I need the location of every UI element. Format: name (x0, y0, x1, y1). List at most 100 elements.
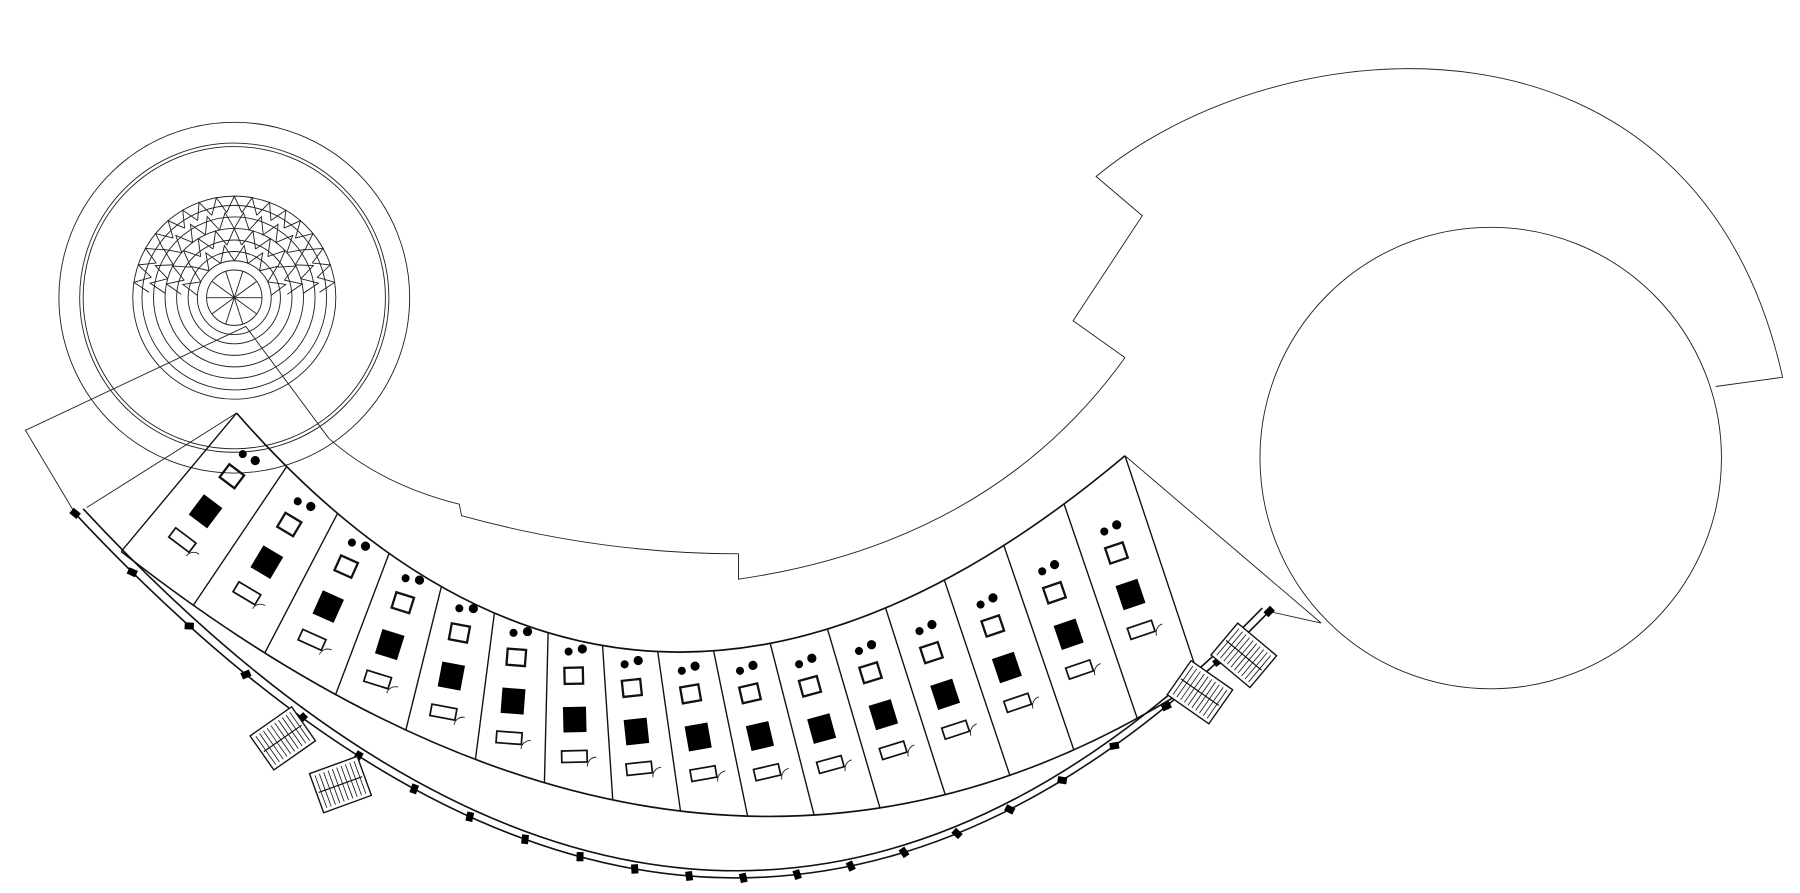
column (738, 872, 748, 884)
guest-room (428, 603, 478, 725)
dome-truss (212, 229, 228, 250)
room-partition (884, 607, 946, 795)
dome-truss (233, 244, 249, 264)
dome-truss (132, 276, 152, 293)
stair-landing-rail (1180, 678, 1220, 706)
dome-truss (277, 265, 297, 281)
plant (633, 655, 643, 666)
sofa (563, 666, 585, 686)
guest-room (167, 450, 260, 557)
dome-truss (205, 251, 221, 271)
sofa (797, 674, 823, 698)
door-swing (717, 770, 726, 782)
bathtub (878, 739, 909, 761)
room-partition (120, 412, 238, 552)
rotunda (58, 121, 411, 474)
dome-ring (141, 204, 328, 391)
bathtub (560, 749, 589, 764)
stair (1210, 622, 1278, 689)
sofa (678, 682, 703, 705)
plant (455, 604, 464, 613)
bathtub (940, 719, 971, 741)
door-swing (969, 723, 977, 736)
column (465, 811, 475, 822)
sofa (857, 660, 884, 685)
bed (188, 494, 223, 529)
dome-truss (165, 279, 185, 295)
dome-truss (267, 281, 287, 296)
dome-rib (225, 297, 235, 325)
dome-truss (295, 264, 315, 279)
room-partition (474, 612, 496, 760)
dome-rib (233, 297, 244, 325)
plant (795, 660, 804, 669)
sofa (620, 677, 644, 699)
plant (927, 619, 937, 630)
rotunda-inner-ring (79, 142, 390, 453)
dome-ring (187, 251, 281, 345)
dome-truss (182, 209, 198, 229)
dome-truss (275, 234, 294, 253)
guest-room (915, 619, 977, 741)
plant (866, 640, 877, 650)
stair-cores (249, 622, 1278, 814)
guest-room (296, 538, 371, 655)
rotunda-inner-ring-2 (82, 146, 386, 450)
door-swing (844, 759, 852, 772)
crescent-wing-outline (1072, 68, 1784, 387)
room-partition (826, 628, 881, 809)
dome-truss (295, 232, 314, 251)
sofa (737, 681, 763, 705)
bathtub (495, 730, 524, 746)
bed (684, 722, 712, 752)
bed (930, 678, 961, 710)
dome-truss (300, 278, 320, 294)
sofa (1041, 580, 1068, 605)
structural-columns (69, 507, 1275, 884)
door-swing (185, 551, 200, 557)
dome-ring (153, 216, 316, 379)
plant (401, 574, 410, 583)
guest-room (795, 653, 852, 775)
bathtub (296, 628, 328, 652)
sofa (332, 553, 360, 580)
bed (1115, 578, 1146, 611)
room-partition (657, 651, 682, 812)
dome-truss (171, 265, 191, 281)
plant (414, 575, 425, 585)
dome-ring (176, 239, 293, 356)
bed (437, 661, 466, 691)
dome-truss (189, 223, 206, 243)
door-swing (586, 756, 597, 767)
dome-truss (154, 264, 174, 279)
stair-landing-rail (1225, 640, 1262, 671)
dome-truss (259, 265, 279, 283)
bathtub (688, 764, 718, 783)
door-swing (1155, 623, 1163, 636)
plant (735, 666, 745, 675)
guest-room (620, 655, 662, 778)
column (1160, 701, 1172, 712)
bed (500, 687, 526, 715)
guest-room (362, 574, 425, 694)
sofa (275, 511, 303, 538)
bed (745, 721, 775, 752)
bathtub (815, 754, 846, 775)
column (631, 864, 639, 874)
dome-truss (226, 227, 242, 246)
dome-truss (241, 229, 256, 250)
bed (807, 713, 837, 744)
stair-landing-rail (263, 724, 302, 753)
dome-truss (248, 215, 264, 235)
bed (1053, 618, 1084, 650)
sofa (918, 640, 945, 665)
circular-plaza (1259, 226, 1722, 690)
door-swing (1093, 663, 1101, 676)
dome-truss (267, 249, 286, 268)
dome-truss (304, 247, 325, 264)
dome-truss (204, 215, 220, 235)
sofa (447, 621, 472, 644)
left-wing-outline (24, 325, 330, 514)
bathtub (231, 580, 262, 606)
